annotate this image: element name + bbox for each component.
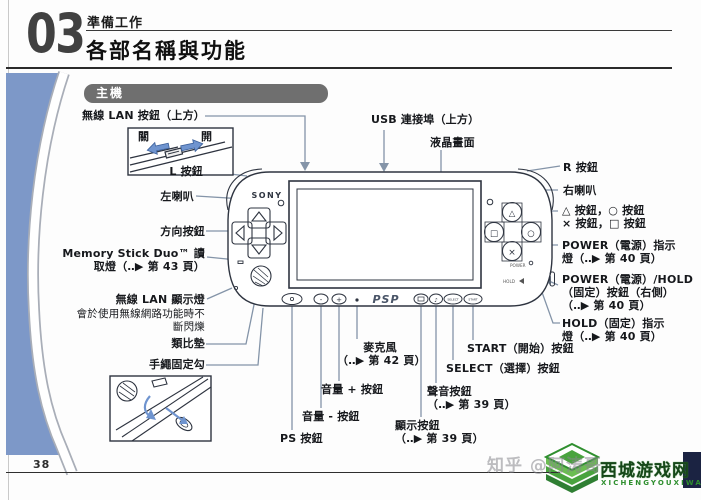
hold-switch-label: HOLD xyxy=(503,279,515,284)
label-analog-pad: 類比墊 xyxy=(171,337,205,350)
label-microphone: 麥克風 （‥▶ 第 42 頁） xyxy=(337,341,426,367)
header-rule-thick xyxy=(6,67,672,69)
site-logo-icon xyxy=(543,442,601,493)
label-volume-plus: 音量 + 按鈕 xyxy=(321,383,384,396)
label-start-button: START（開始）按鈕 xyxy=(467,342,574,355)
select-button xyxy=(443,293,463,305)
power-led xyxy=(528,260,534,266)
volume-minus-button xyxy=(313,293,329,305)
volume-plus-button xyxy=(331,293,347,305)
svg-text:-: - xyxy=(320,296,323,304)
label-r-button: R 按鈕 xyxy=(563,161,599,174)
label-hold-led: HOLD（固定）指示 燈（‥▶ 第 40 頁） xyxy=(562,317,665,343)
svg-text:+: + xyxy=(336,296,342,304)
corner-navy-block xyxy=(683,452,701,488)
footer-rule xyxy=(6,472,560,473)
label-lcd-screen: 液晶畫面 xyxy=(430,136,475,149)
svg-text:SELECT: SELECT xyxy=(447,298,458,302)
triangle-button-icon: △ xyxy=(509,209,516,219)
square-button-icon: □ xyxy=(490,229,498,239)
label-left-speaker: 左喇叭 xyxy=(160,190,194,203)
start-button xyxy=(463,293,483,305)
label-select-button: SELECT（選擇）按鈕 xyxy=(446,362,560,375)
label-memory-stick-led: Memory Stick Duo™ 讀 取燈（‥▶ 第 43 頁） xyxy=(62,247,205,273)
label-strap-hook: 手繩固定勾 xyxy=(149,358,205,371)
microphone-hole xyxy=(355,298,359,302)
sony-logo: SONY xyxy=(251,191,282,200)
screen-frame xyxy=(288,180,482,289)
r-shoulder xyxy=(517,168,554,211)
page-title: 各部名稱與功能 xyxy=(86,39,247,63)
label-power-hold-button: POWER（電源）/HOLD （固定）按鈕（右側） （‥▶ 第 40 頁） xyxy=(562,273,694,312)
cross-button-icon: × xyxy=(508,248,516,258)
memory-stick-led xyxy=(237,260,244,264)
chapter-kicker: 準備工作 xyxy=(87,16,144,31)
label-right-speaker: 右喇叭 xyxy=(563,184,597,197)
page-number: 38 xyxy=(33,458,51,471)
sound-button xyxy=(429,293,443,305)
label-wlan-led-note: 會於使用無線網路功能時不 斷閃爍 xyxy=(76,308,205,333)
label-usb-port: USB 連接埠（上方） xyxy=(371,113,480,126)
hold-arrow xyxy=(519,278,524,284)
left-decorative-panel xyxy=(6,71,78,476)
wlan-switch-off-label: 關 xyxy=(138,130,150,143)
wlan-switch-on-label: 開 xyxy=(201,130,213,143)
label-wlan-led: 無線 LAN 顯示燈 xyxy=(115,293,205,306)
wlan-switch-inset xyxy=(127,127,234,176)
face-buttons: △ □ ○ × xyxy=(484,202,542,262)
power-hold-switch xyxy=(549,271,555,287)
display-button xyxy=(413,293,429,305)
label-volume-minus: 音量 - 按鈕 xyxy=(302,410,360,423)
label-wlan-button: 無線 LAN 按鈕（上方） xyxy=(82,109,205,122)
directional-pad xyxy=(231,207,287,259)
site-watermark-name: 西城游戏网 xyxy=(600,461,690,481)
l-shoulder xyxy=(226,168,263,211)
right-speaker xyxy=(486,198,494,206)
label-l-button: L 按鈕 xyxy=(169,165,203,178)
ps-button xyxy=(281,293,303,305)
site-watermark-url: XICHENGYOUXIWANG xyxy=(601,479,701,487)
label-dpad: 方向按鈕 xyxy=(160,225,205,238)
psp-wordmark: PSP xyxy=(372,293,399,306)
lcd-screen xyxy=(296,188,474,281)
label-power-led: POWER（電源）指示 燈（‥▶ 第 40 頁） xyxy=(562,239,676,265)
power-indicator-label: POWER xyxy=(510,263,526,268)
analog-pad xyxy=(250,265,272,287)
wlan-indicator-led xyxy=(233,285,239,291)
left-speaker xyxy=(277,199,285,207)
zhihu-watermark: 知乎 @阿涛哥 xyxy=(487,456,602,476)
header-rule-thin xyxy=(86,30,672,31)
label-sound-button: 聲音按鈕 （‥▶ 第 39 頁） xyxy=(427,385,516,411)
strap-inset xyxy=(109,375,212,442)
circle-button-icon: ○ xyxy=(527,229,534,239)
svg-text:♪: ♪ xyxy=(434,297,438,304)
label-ps-button: PS 按鈕 xyxy=(280,432,323,445)
label-face-buttons: △ 按鈕，○ 按鈕 × 按鈕，□ 按鈕 xyxy=(562,204,647,230)
svg-text:START: START xyxy=(468,298,477,302)
label-display-button: 顯示按鈕 （‥▶ 第 39 頁） xyxy=(395,419,484,445)
bottom-control-row: - + PSP ♪ SELECT START xyxy=(281,293,483,306)
section-bar: 主機 xyxy=(84,84,328,103)
psp-console-drawing: SONY xyxy=(226,168,555,307)
chapter-number: 03 xyxy=(26,2,86,65)
